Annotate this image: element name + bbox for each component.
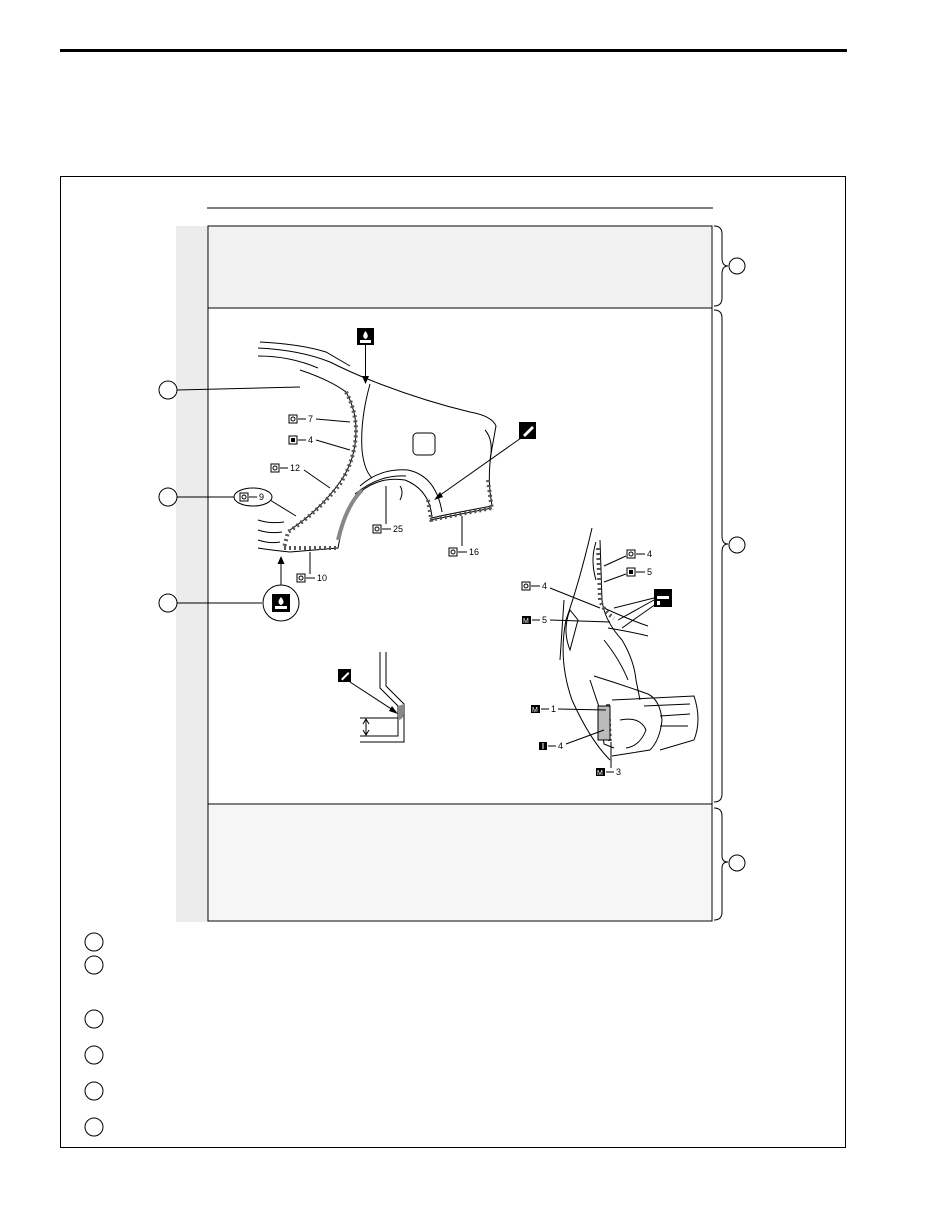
- procedure-table: [207, 225, 713, 922]
- section-marker-3: [728, 854, 746, 872]
- table-header-shade: [209, 227, 711, 307]
- section-marker-1: [728, 257, 746, 275]
- svg-text:4: 4: [558, 741, 563, 751]
- legend-marker-6: [84, 1117, 104, 1137]
- svg-text:7: 7: [308, 414, 313, 424]
- svg-text:4: 4: [308, 435, 313, 445]
- spray-sealer-icon: [262, 556, 300, 622]
- svg-text:3: 3: [616, 767, 621, 777]
- callout-o-12: 12: [270, 463, 331, 489]
- callout-o-10: 10: [296, 552, 327, 583]
- svg-text:16: 16: [469, 547, 479, 557]
- margin-shade: [176, 226, 208, 922]
- svg-text:5: 5: [542, 615, 547, 625]
- svg-text:1: 1: [551, 704, 556, 714]
- svg-text:M: M: [532, 707, 538, 714]
- callout-o-9: 9: [233, 487, 297, 517]
- left-marker-1: [158, 380, 178, 400]
- left-markers: [158, 380, 301, 613]
- rear-view-drawing: [559, 527, 699, 761]
- caulking-gun-icon: [613, 589, 672, 629]
- header-rule: [60, 49, 847, 52]
- svg-text:9: 9: [259, 492, 264, 502]
- cross-section-detail: [338, 652, 405, 743]
- svg-text:4: 4: [647, 549, 652, 559]
- svg-text:10: 10: [317, 573, 327, 583]
- legend-marker-4: [84, 1045, 104, 1065]
- section-marker-2: [728, 536, 746, 554]
- spray-sealer-icon: [357, 328, 374, 384]
- svg-text:M: M: [597, 770, 603, 777]
- callout-o-25: 25: [372, 486, 403, 534]
- left-marker-3: [158, 593, 178, 613]
- svg-text:4: 4: [542, 581, 547, 591]
- callout-o-7: 7: [288, 414, 351, 424]
- legend-marker-1: [84, 932, 104, 952]
- section-braces: [713, 225, 729, 921]
- svg-text:M: M: [523, 618, 529, 625]
- callout-o-5: 5: [603, 567, 652, 583]
- callout-o-4: 4: [603, 549, 652, 567]
- sealer-beads: [282, 391, 494, 550]
- left-marker-2: [158, 487, 178, 507]
- svg-text:25: 25: [393, 524, 403, 534]
- callout-o-16: 16: [448, 516, 479, 557]
- brush-icon: [434, 422, 536, 500]
- legend-marker-3: [84, 1009, 104, 1029]
- table-footer-shade: [209, 805, 711, 920]
- callouts-upper-left: 7 4 12 9 25 10 16: [233, 414, 479, 583]
- svg-text:12: 12: [290, 463, 300, 473]
- legend-markers: [84, 932, 104, 1137]
- callout-o-4: 4: [288, 435, 351, 451]
- svg-text:5: 5: [647, 567, 652, 577]
- page-frame: [60, 176, 846, 1148]
- callout-o-4b: 4: [521, 581, 601, 609]
- legend-marker-2: [84, 955, 104, 975]
- legend-marker-5: [84, 1081, 104, 1101]
- callout-i-4: 4: [539, 729, 605, 751]
